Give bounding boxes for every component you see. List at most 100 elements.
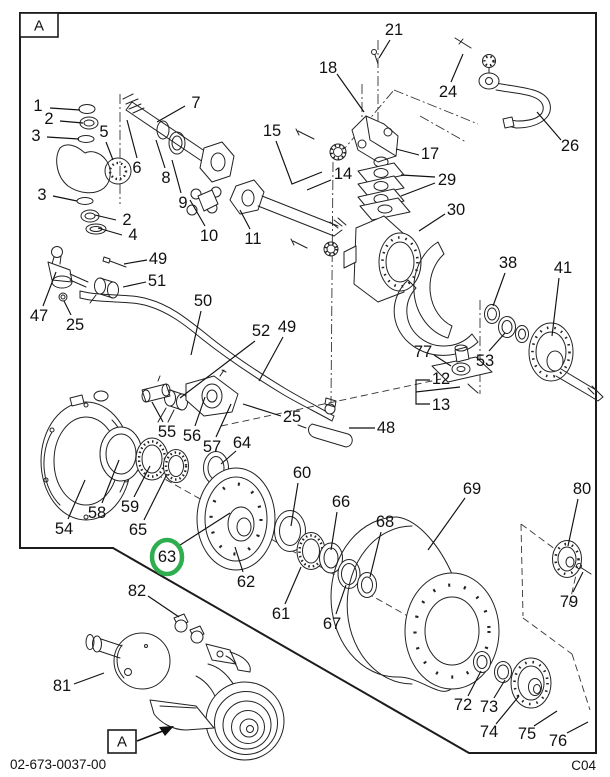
leader-line-17: [395, 148, 420, 156]
leader-line-60: [290, 482, 299, 527]
leader-line-49: [123, 259, 148, 265]
part-callout-79: 79: [560, 593, 578, 611]
leader-line-76: [566, 721, 589, 734]
leader-line-6: [126, 119, 138, 159]
leader-line-58: [101, 459, 120, 504]
part-callout-59: 59: [121, 498, 139, 516]
leader-line-66: [330, 511, 338, 551]
part-callout-51: 51: [148, 272, 166, 290]
part-callout-50: 50: [194, 292, 212, 310]
part-callout-21: 21: [385, 21, 403, 39]
front-axle-shaft: [122, 93, 235, 183]
leader-line-80: [567, 498, 579, 547]
part-callout-1: 1: [33, 97, 42, 115]
kingpin-bearing-set: [484, 304, 529, 343]
part-callout-68: 68: [376, 513, 394, 531]
wheel-cylinder: [141, 375, 171, 403]
yoke-and-seal-stack: [56, 104, 132, 235]
leader-line-10: [189, 199, 206, 227]
part-callout-12: 12: [432, 370, 450, 388]
part-callout-69: 69: [463, 480, 481, 498]
part-callout-14: 14: [334, 165, 352, 183]
part-callout-41: 41: [554, 259, 572, 277]
leader-line-62: [234, 546, 244, 573]
leader-line-9: [171, 159, 182, 194]
part-callout-56: 56: [183, 427, 201, 445]
small-pins-and-nuts: [290, 37, 472, 257]
leader-line-2: [59, 120, 84, 124]
spindle: [185, 369, 239, 417]
leader-line-29: [400, 182, 436, 197]
leader-line-3: [52, 195, 78, 202]
part-callout-63: 63: [158, 548, 176, 566]
leader-line-55: [151, 401, 164, 423]
leader-line-82: [147, 595, 180, 618]
leader-line-11: [239, 209, 251, 230]
leader-line-18: [336, 73, 365, 113]
part-callout-61: 61: [272, 605, 290, 623]
leader-line-1: [49, 107, 81, 111]
part-callout-72: 72: [454, 696, 472, 714]
steering-knuckle-bracket: [351, 115, 399, 168]
outer-hub-flange-set: [473, 651, 552, 709]
part-callout-4: 4: [128, 226, 137, 244]
part-callout-3: 3: [37, 186, 46, 204]
leader-line-13: [415, 392, 430, 405]
leader-line-49: [258, 336, 284, 382]
leader-line-3: [46, 136, 80, 140]
leader-line-14: [306, 179, 332, 191]
outer-bearing-set: [274, 510, 377, 598]
leader-line-74: [495, 695, 520, 725]
part-callout-66: 66: [332, 493, 350, 511]
tie-rod-end-left: [47, 246, 89, 289]
leader-line-50: [190, 310, 202, 356]
leader-line-7: [156, 105, 186, 123]
leader-line-67: [335, 584, 347, 615]
part-callout-9: 9: [178, 194, 187, 212]
wheel-hub: [196, 467, 276, 571]
leader-line-59: [133, 465, 151, 498]
part-callout-64: 64: [233, 434, 251, 452]
detail-marker-box-top: A: [19, 12, 59, 38]
leader-line-2: [94, 214, 117, 221]
part-callout-82: 82: [128, 582, 146, 600]
leader-line-57: [215, 403, 232, 438]
part-callout-15: 15: [263, 122, 281, 140]
part-callout-47: 47: [30, 307, 48, 325]
part-callout-58: 58: [88, 504, 106, 522]
detail-arrowhead: [159, 726, 174, 736]
part-callout-60: 60: [293, 464, 311, 482]
part-callout-30: 30: [447, 201, 465, 219]
leader-line-26: [536, 111, 562, 141]
part-callout-81: 81: [53, 677, 71, 695]
sheet-code: C04: [571, 758, 596, 773]
part-callout-75: 75: [518, 725, 536, 743]
u-joint: [186, 186, 222, 216]
drive-flange: [528, 322, 604, 402]
leader-line-24: [450, 53, 464, 83]
part-callout-7: 7: [191, 94, 200, 112]
part-callout-38: 38: [499, 254, 517, 272]
leader-line-69: [427, 497, 466, 551]
drawing-frame: [19, 12, 597, 754]
small-flange-and-pin: [552, 540, 592, 578]
part-callout-49: 49: [278, 318, 296, 336]
leader-line-52: [179, 340, 256, 399]
leader-line-15: [275, 140, 323, 185]
leader-line-30: [418, 213, 446, 232]
leader-line-68: [369, 531, 382, 578]
leader-line-53: [488, 332, 506, 352]
drawing-number: 02-673-0037-00: [10, 757, 106, 772]
leader-line-41: [551, 277, 560, 337]
part-callout-24: 24: [439, 83, 457, 101]
part-callout-11: 11: [244, 230, 261, 248]
part-callout-25: 25: [66, 316, 84, 334]
leader-line-29: [400, 174, 436, 178]
leader-line-47: [42, 271, 57, 307]
leader-line-4: [97, 227, 123, 236]
part-callout-77: 77: [414, 343, 432, 361]
leader-line-38: [492, 272, 506, 307]
leader-line-12: [415, 379, 461, 393]
leader-line-54: [67, 479, 86, 520]
